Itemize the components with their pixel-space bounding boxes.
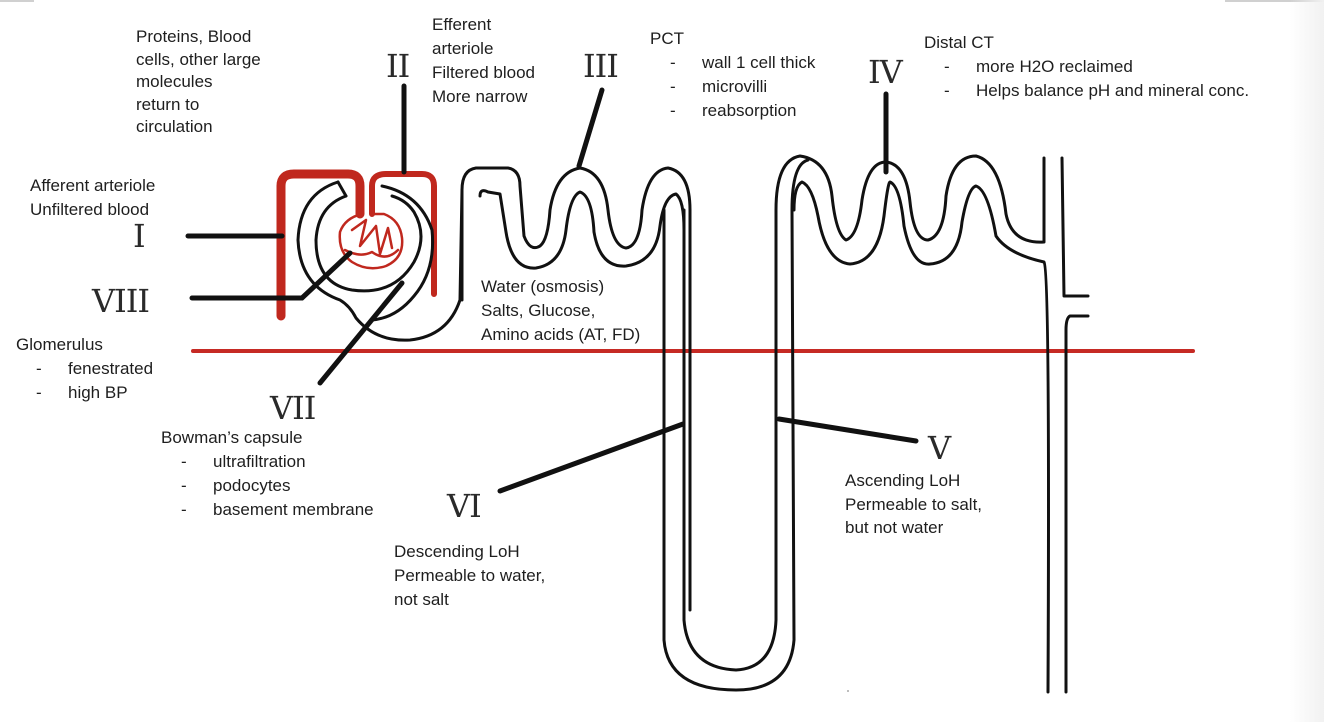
item-text: wall 1 cell thick: [702, 53, 816, 72]
numeral-VII: VII: [270, 389, 316, 427]
pointer-line-III: [576, 87, 605, 169]
bullet: -: [181, 500, 187, 519]
pointer-line-V: [776, 416, 919, 444]
item-text: high BP: [68, 383, 128, 402]
pointer-line-VII: [317, 280, 405, 386]
list-item: - microvilli: [650, 75, 815, 99]
pointer-line-VI: [497, 421, 686, 494]
label-line: circulation: [136, 117, 213, 136]
collecting-duct-left: [1060, 156, 1090, 298]
list-item: - more H2O reclaimed: [924, 55, 1249, 79]
numeral-III: III: [583, 47, 619, 85]
dct-outer-wall: [774, 154, 1046, 244]
pointer-line-VIII: [189, 250, 353, 301]
numeral-VIII: VIII: [92, 282, 150, 320]
list-item: - high BP: [16, 381, 153, 405]
label-descending-loh: Descending LoH Permeable to water, not s…: [394, 540, 545, 612]
item-text: podocytes: [213, 476, 291, 495]
label-line: Filtered blood: [432, 63, 536, 82]
bullet: -: [670, 101, 676, 120]
label-line: cells, other large: [136, 49, 261, 69]
item-text: more H2O reclaimed: [976, 57, 1133, 76]
list-item: - fenestrated: [16, 357, 153, 381]
speck: [847, 690, 849, 692]
label-efferent-arteriole: Efferent arteriole Filtered blood More n…: [432, 13, 535, 109]
label-title: Glomerulus: [16, 335, 103, 354]
item-text: ultrafiltration: [213, 452, 306, 471]
list-item: - reabsorption: [650, 99, 815, 123]
label-pct: PCT - wall 1 cell thick - microvilli - reab…: [650, 27, 815, 123]
item-text: Helps balance pH and mineral conc.: [976, 81, 1250, 100]
label-line: molecules: [136, 72, 213, 91]
glomerulus-capillaries: [338, 212, 404, 270]
label-line: Proteins, Blood: [136, 27, 252, 46]
label-line: arteriole: [432, 39, 494, 58]
list-item: - Helps balance pH and mineral conc.: [924, 79, 1249, 103]
label-line: Descending LoH: [394, 542, 520, 561]
pct-inner-wall: [478, 189, 686, 270]
label-title: Distal CT: [924, 33, 994, 52]
capsule-cap-right: [370, 184, 435, 322]
label-afferent-arteriole: Afferent arteriole Unfiltered blood: [30, 174, 155, 222]
bowmans-capsule-outer: [296, 180, 464, 342]
bowmans-capsule-inner: [314, 194, 423, 293]
capsule-cap-left: [336, 180, 348, 198]
list-item: - podocytes: [161, 474, 374, 498]
bullet: -: [670, 77, 676, 96]
bullet: -: [944, 57, 950, 76]
label-line: not salt: [394, 590, 449, 609]
label-distal-ct: Distal CT - more H2O reclaimed - Helps bal…: [924, 31, 1249, 103]
numeral-IV: IV: [868, 53, 903, 91]
label-bowmans-capsule: Bowman’s capsule - ultrafiltration - podoc…: [161, 426, 374, 522]
label-title: Bowman’s capsule: [161, 428, 303, 447]
top-edge-line-left: [0, 0, 34, 2]
item-text: reabsorption: [702, 101, 797, 120]
bullet: -: [181, 476, 187, 495]
label-line: More narrow: [432, 87, 528, 106]
dct-inner-wall: [792, 180, 1050, 694]
page-edge-shadow: [1290, 0, 1324, 722]
label-glomerulus: Glomerulus - fenestrated - high BP: [16, 333, 153, 405]
item-text: basement membrane: [213, 500, 374, 519]
top-edge-line-right: [1225, 0, 1324, 2]
numeral-I: I: [133, 217, 146, 255]
label-line: Permeable to salt,: [845, 494, 983, 514]
collecting-duct-right: [1064, 314, 1090, 694]
label-ascending-loh: Ascending LoH Permeable to salt, but not…: [845, 469, 982, 540]
bullet: -: [944, 81, 950, 100]
label-line: Permeable to water,: [394, 566, 546, 585]
list-item: - wall 1 cell thick: [650, 51, 815, 75]
numeral-II: II: [386, 47, 410, 85]
afferent-arteriole: [276, 169, 365, 321]
numeral-V: V: [928, 429, 951, 467]
label-title: PCT: [650, 29, 684, 48]
list-item: - basement membrane: [161, 498, 374, 522]
label-line: Unfiltered blood: [30, 200, 150, 219]
label-line: Amino acids (AT, FD): [481, 325, 641, 344]
label-line: Afferent arteriole: [30, 176, 156, 195]
item-text: fenestrated: [68, 359, 154, 378]
bullet: -: [181, 452, 187, 471]
bullet: -: [36, 383, 42, 402]
label-line: Salts, Glucose,: [481, 301, 596, 320]
label-line: but not water: [845, 518, 944, 537]
loop-of-henle-outer: [662, 158, 810, 692]
item-text: microvilli: [702, 77, 768, 96]
label-line: Ascending LoH: [845, 471, 961, 490]
bullet: -: [36, 359, 42, 378]
label-line: return to: [136, 94, 200, 114]
label-reabsorbed-substances: Water (osmosis) Salts, Glucose, Amino ac…: [481, 275, 640, 347]
label-line: Efferent: [432, 15, 492, 34]
list-item: - ultrafiltration: [161, 450, 374, 474]
loop-of-henle-inner: [682, 208, 778, 672]
label-proteins: Proteins, Blood cells, other large molec…: [136, 26, 261, 139]
bullet: -: [670, 53, 676, 72]
label-line: Water (osmosis): [481, 277, 605, 296]
numeral-VI: VI: [447, 487, 482, 525]
